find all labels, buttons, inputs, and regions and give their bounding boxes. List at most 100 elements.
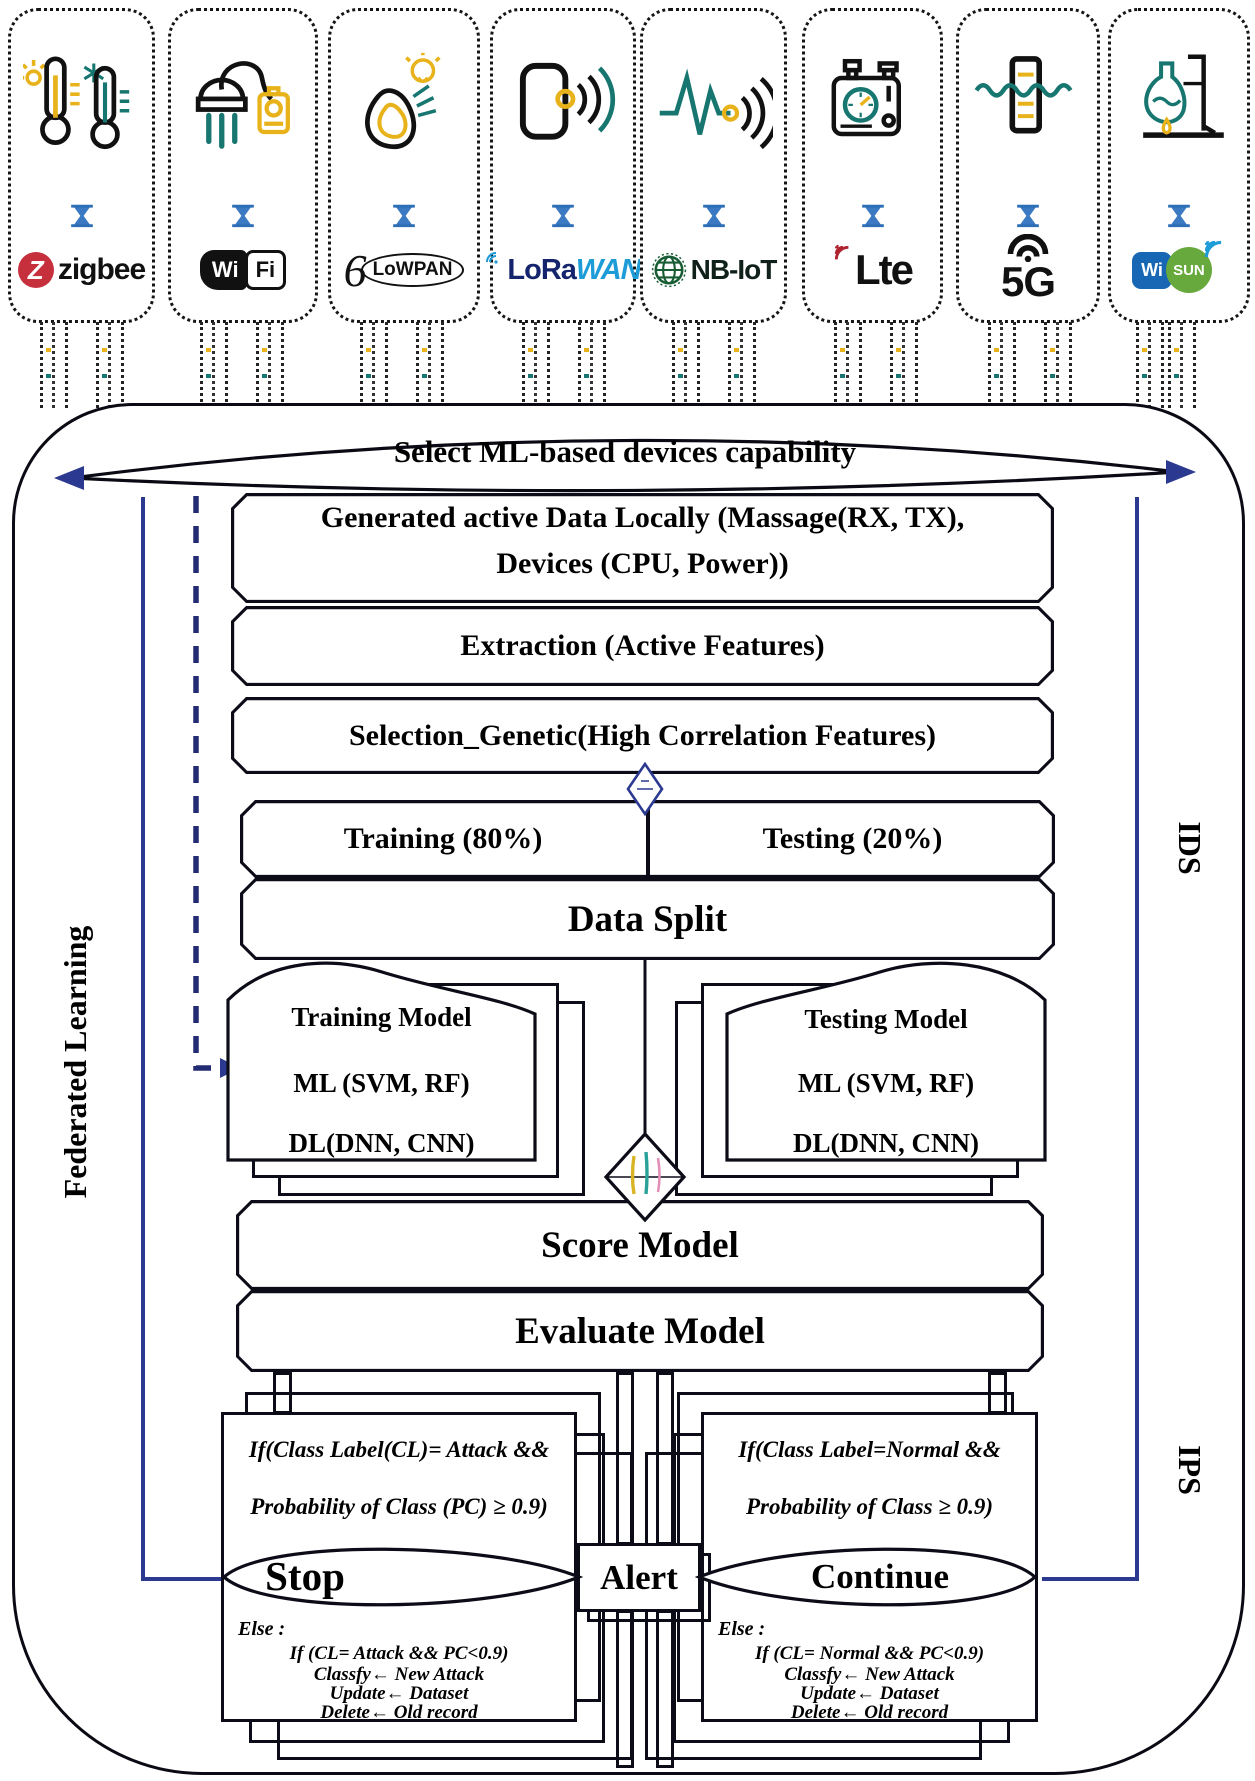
egg-incubator-icon xyxy=(345,11,463,201)
stop-else-line: If (CL= Attack && PC<0.9) xyxy=(289,1643,509,1664)
score-model-box: Score Model xyxy=(236,1200,1044,1290)
stop-action-label: Stop xyxy=(265,1553,345,1599)
training-model-dl: DL(DNN, CNN) xyxy=(288,1128,475,1158)
training-model-title: Training Model xyxy=(291,1002,472,1032)
6lowpan-logo-text: LoWPAN xyxy=(360,253,465,287)
continue-else-line: Classfy← New Attack xyxy=(784,1664,955,1685)
generated-data-line2: Devices (CPU, Power)) xyxy=(496,547,789,580)
stop-condition-line2: Probability of Class (PC) ≥ 0.9) xyxy=(250,1494,548,1519)
drop-link xyxy=(522,322,550,408)
wisun-logo-wi: Wi xyxy=(1132,251,1172,289)
device-card-zigbee: Z zigbee xyxy=(8,8,155,323)
selection-genetic-label: Selection_Genetic(High Correlation Featu… xyxy=(348,718,937,752)
evaluate-model-label: Evaluate Model xyxy=(515,1310,765,1352)
lte-logo: Lte xyxy=(833,231,914,309)
connector-icon xyxy=(1015,201,1041,231)
wifi-logo: Wi Fi xyxy=(199,231,287,309)
drop-link xyxy=(360,322,388,408)
continue-action-label: Continue xyxy=(810,1557,950,1596)
testing-model-ml: ML (SVM, RF) xyxy=(797,1068,975,1098)
continue-condition-line2: Probability of Class ≥ 0.9) xyxy=(745,1494,994,1519)
zigbee-badge: Z xyxy=(17,252,54,288)
drop-link xyxy=(1044,322,1072,408)
wifi-logo-fi: Fi xyxy=(244,250,287,290)
water-level-sensor-icon xyxy=(972,11,1084,201)
wisun-logo-sun: SUN xyxy=(1165,247,1212,293)
5g-arcs-icon xyxy=(1007,234,1049,262)
stop-else-line: Classfy← New Attack xyxy=(313,1664,485,1685)
gauge-timer-icon xyxy=(817,11,929,201)
continue-else-label: Else : xyxy=(718,1618,766,1640)
drop-link xyxy=(256,322,284,408)
selection-genetic-box: Selection_Genetic(High Correlation Featu… xyxy=(231,697,1054,774)
lorawan-logo-lora: LoRa xyxy=(507,253,576,286)
grow-lamp-icon xyxy=(184,11,302,201)
thermometers-icon xyxy=(22,11,141,201)
device-card-lorawan: LoRa WAN xyxy=(486,8,642,323)
generated-data-line1: Generated active Data Locally (Massage(R… xyxy=(320,501,965,534)
connector-icon xyxy=(701,201,727,231)
testing-model-dl: DL(DNN, CNN) xyxy=(793,1128,979,1158)
testing-split-label: Testing (20%) xyxy=(762,822,943,855)
data-split-label: Data Split xyxy=(567,898,728,940)
generated-data-box: Generated active Data Locally (Massage(R… xyxy=(231,493,1054,603)
continue-else-line: Update← Dataset xyxy=(800,1683,939,1704)
extraction-label: Extraction (Active Features) xyxy=(460,629,825,662)
drop-link xyxy=(40,322,68,408)
split-divider xyxy=(646,800,650,878)
nbiot-logo-text: NB-IoT xyxy=(690,254,778,285)
drop-link xyxy=(672,322,700,408)
device-card-wifi: Wi Fi xyxy=(168,8,318,323)
drop-link xyxy=(890,322,918,408)
5g-logo: 5G xyxy=(1000,231,1056,309)
score-model-label: Score Model xyxy=(541,1224,739,1266)
connector-icon xyxy=(1166,201,1192,231)
drop-link xyxy=(1136,322,1164,408)
continue-else-line: Delete← Old record xyxy=(790,1702,949,1723)
globe-icon xyxy=(651,252,686,288)
connector-icon xyxy=(230,201,256,231)
stop-else-label: Else : xyxy=(238,1618,286,1640)
extraction-box: Extraction (Active Features) xyxy=(231,606,1054,686)
connector-icon xyxy=(391,201,417,231)
connector-icon xyxy=(69,201,95,231)
device-card-wisun: Wi SUN xyxy=(1108,8,1250,323)
wisun-logo: Wi SUN xyxy=(1132,231,1226,309)
training-model-ml: ML (SVM, RF) xyxy=(293,1068,470,1098)
generated-data-box-face xyxy=(234,496,1051,600)
drop-link xyxy=(988,322,1016,408)
6lowpan-logo: 6 LoWPAN xyxy=(344,231,465,309)
stop-else-line: Update← Dataset xyxy=(329,1683,469,1704)
training-split-label: Training (80%) xyxy=(343,822,543,855)
drop-link xyxy=(200,322,228,408)
device-card-5g: 5G xyxy=(956,8,1100,323)
wifi-logo-wi: Wi xyxy=(199,250,247,290)
flask-burner-icon xyxy=(1123,11,1235,201)
ids-frame-left-line xyxy=(141,497,145,1581)
drop-link xyxy=(834,322,862,408)
wisun-arcs-icon xyxy=(1204,241,1222,258)
6lowpan-logo-six: 6 xyxy=(343,244,367,296)
continue-else-line: If (CL= Normal && PC<0.9) xyxy=(754,1643,985,1664)
ids-frame-right-line xyxy=(1135,497,1139,1581)
evaluate-model-box: Evaluate Model xyxy=(236,1290,1044,1372)
lorawan-logo: LoRa WAN xyxy=(485,231,642,309)
drop-link xyxy=(416,322,444,408)
drop-link xyxy=(96,322,124,408)
alert-box: Alert xyxy=(577,1543,701,1612)
ids-label: IDS xyxy=(1172,821,1209,875)
5g-logo-text: 5G xyxy=(1000,257,1056,305)
stop-else-line: Delete← Old record xyxy=(320,1702,478,1723)
zigbee-logo-text: zigbee xyxy=(57,253,146,286)
drop-link xyxy=(578,322,606,408)
connector-icon xyxy=(550,201,576,231)
federated-learning-label: Federated Learning xyxy=(56,925,93,1199)
ids-frame-right-bend xyxy=(1042,1577,1139,1581)
zigbee-logo: Z zigbee xyxy=(17,231,146,309)
pulse-signal-icon xyxy=(655,11,773,201)
lte-logo-text: Lte xyxy=(855,246,914,293)
device-card-nbiot: NB-IoT xyxy=(640,8,787,323)
device-card-6lowpan: 6 LoWPAN xyxy=(328,8,480,323)
drop-link xyxy=(1168,322,1196,408)
